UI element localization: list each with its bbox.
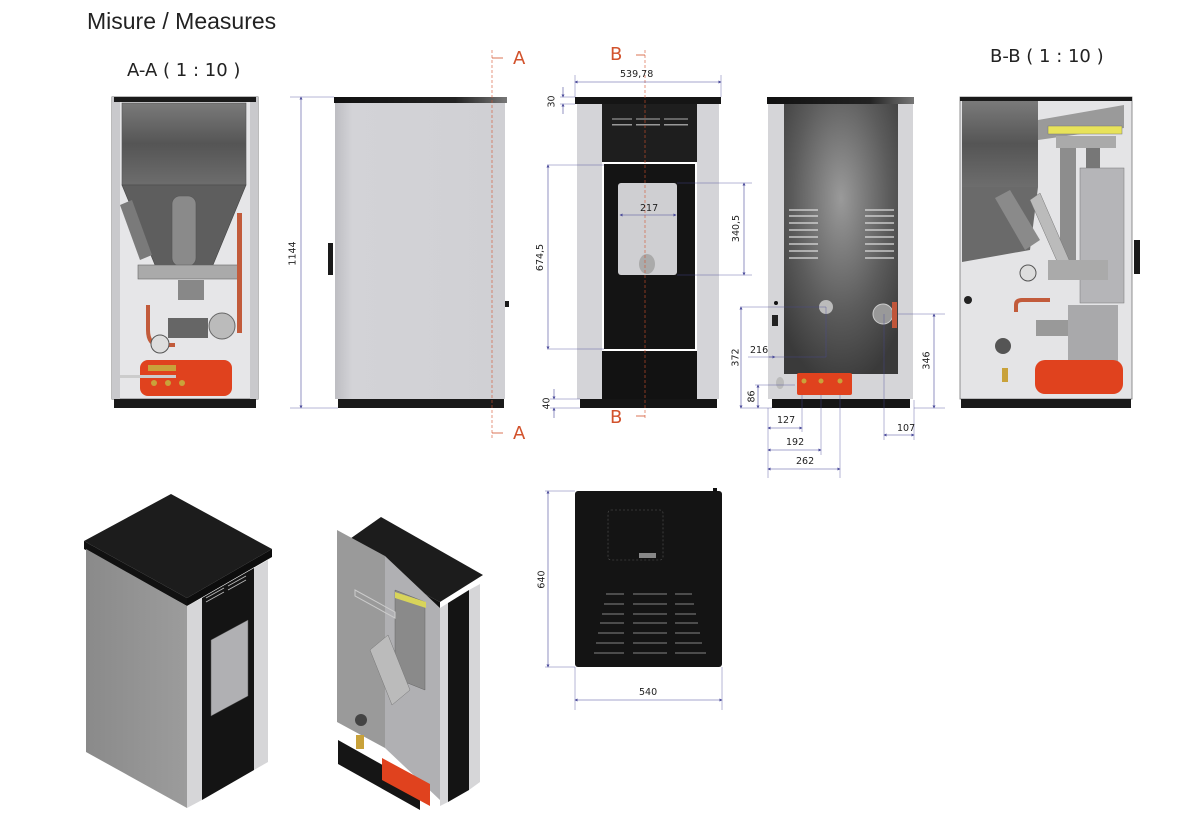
dim-outlet-372: 372 xyxy=(730,348,742,367)
section-b-b-view xyxy=(959,96,1140,408)
page-title: Misure / Measures xyxy=(87,8,277,34)
dim-glass-width: 217 xyxy=(640,203,659,214)
cut-marker-b-bottom: B xyxy=(610,407,623,428)
dim-outlet-107: 107 xyxy=(897,423,916,434)
dim-outlet-346: 346 xyxy=(921,351,933,370)
side-view xyxy=(290,50,509,438)
section-b-b-label: B-B ( 1 : 10 ) xyxy=(990,46,1104,67)
rear-view xyxy=(739,97,945,478)
isometric-view xyxy=(84,494,272,808)
cut-marker-a-bottom: A xyxy=(513,423,526,444)
dim-glass-height: 340,5 xyxy=(731,214,743,243)
dim-front-width: 539,78 xyxy=(620,69,654,80)
dim-outlet-262: 262 xyxy=(796,456,815,467)
top-view xyxy=(545,488,723,710)
dim-outlet-216: 216 xyxy=(750,345,769,356)
dim-outlet-127: 127 xyxy=(777,415,796,426)
front-view xyxy=(546,50,752,418)
cut-marker-b-top: B xyxy=(610,44,623,65)
dim-outlet-86: 86 xyxy=(746,390,758,403)
cut-marker-a-top: A xyxy=(513,48,526,69)
section-a-a-label: A-A ( 1 : 10 ) xyxy=(127,60,241,81)
dim-top-depth: 640 xyxy=(536,570,548,589)
dim-top-width: 540 xyxy=(639,687,658,698)
dim-top-thickness: 30 xyxy=(546,95,558,108)
isometric-cutaway-view xyxy=(337,517,483,810)
section-a-a-view xyxy=(111,96,259,408)
dim-door-height: 674,5 xyxy=(535,243,547,272)
dim-total-height: 1144 xyxy=(287,241,299,266)
dim-base-height: 40 xyxy=(541,397,553,410)
dim-outlet-192: 192 xyxy=(786,437,805,448)
